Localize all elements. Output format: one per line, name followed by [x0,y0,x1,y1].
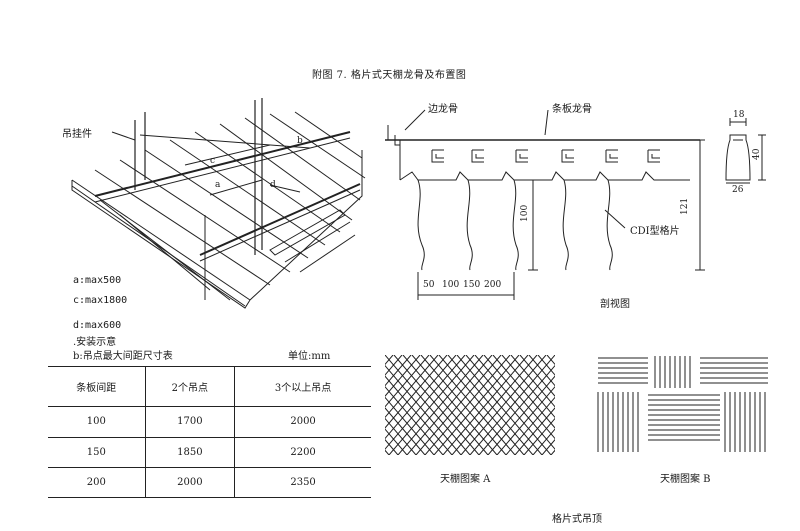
pattern-a-line [523,417,555,455]
pattern-a-caption: 天棚图案 A [440,474,491,485]
pattern-a-line [510,355,555,408]
spacing-label: 200 [484,280,502,290]
pattern-a-line [420,355,507,455]
pattern-a-line [528,355,555,387]
pattern-a-line [385,355,421,397]
pattern-a-line [442,355,529,455]
pattern-a-line [469,355,555,455]
pattern-a-line [385,355,466,450]
legend-c: c:max1800 [73,295,128,306]
table-header: 2个吊点 [144,365,235,408]
pattern-a-line [487,375,555,455]
legend-a: a:max500 [73,275,122,286]
pattern-a-line [501,355,555,419]
profile-top-label: 18 [733,110,745,120]
pattern-a-line [514,407,555,455]
pattern-a-line [385,355,448,429]
profile-bottom-label: 26 [732,185,744,195]
table-cell: 200 [48,466,146,499]
pattern-a-line [460,355,547,455]
pattern-a-line [415,355,502,455]
pattern-a-line [424,355,511,455]
legend-d: d:max600 [73,320,122,331]
unit-label: 单位:mm [288,351,331,362]
footer-caption: 格片式吊顶 [552,514,602,525]
pattern-a-line [385,355,471,455]
pattern-a-line [406,355,493,455]
table-cell: 2000 [234,406,371,438]
pattern-a-line [496,385,555,455]
pattern-a-line [411,355,498,455]
table-row: 200 2000 2350 [48,466,371,499]
pattern-a-line [385,364,462,455]
pattern-a-line [385,355,412,387]
pattern-a-line [483,355,555,440]
hanger-label: 吊挂件 [62,129,92,140]
table-header: 条板间距 [48,365,146,408]
pattern-a-line [478,364,555,455]
spacing-table: 条板间距 2个吊点 3个以上吊点 100 1700 2000 150 1850 … [48,365,371,499]
pattern-a-line [385,417,417,455]
dim-c-label: c [210,156,216,166]
table-row: 100 1700 2000 [48,406,371,438]
legend-b: b:吊点最大间距尺寸表 [73,351,173,362]
table-cell: 2350 [234,466,371,499]
pattern-a-line [388,355,475,455]
pattern-a-line [402,355,489,455]
pattern-a-line [385,385,444,455]
pattern-a-line [447,355,534,455]
pattern-a-line [385,407,426,455]
dim-d-label: d [270,180,276,190]
pattern-a-line [385,428,408,455]
pattern-a-line [385,375,453,455]
spacing-label: 100 [442,280,460,290]
pattern-a-line [433,355,520,455]
pattern-a-line [537,355,555,376]
table-cell: 1700 [144,406,235,438]
pattern-a-line [505,396,555,455]
dim-a-label: a [215,180,221,190]
spacing-label: 150 [463,280,481,290]
dim-b-label: b [297,136,303,146]
pattern-a-line [385,355,403,376]
cdi-label: CDI型格片 [630,226,680,237]
table-cell: 2000 [144,466,235,499]
pattern-a-line [385,355,439,419]
spacing-label: 50 [423,280,435,290]
pattern-a-line [492,355,555,429]
table-header: 3个以上吊点 [234,365,371,408]
table-cell: 1850 [144,436,235,468]
pattern-a-line [393,355,480,455]
section-caption: 剖视图 [600,299,630,310]
diagram-title: 附图 7. 格片式天棚龙骨及布置图 [312,70,467,81]
pattern-a-line [456,355,543,455]
pattern-a-line [451,355,538,455]
pattern-a-line [465,355,552,455]
strip-keel-label: 条板龙骨 [552,104,592,115]
edge-keel-label: 边龙骨 [428,104,458,115]
pattern-a-line [385,355,457,440]
pattern-a-line [385,355,430,408]
pattern-a-line [438,355,525,455]
pattern-a-line [385,396,435,455]
legend-note: .安装示意 [73,337,117,348]
pattern-b-caption: 天棚图案 B [660,474,711,485]
pattern-a-line [429,355,516,455]
pattern-a-line [474,355,555,450]
table-header-row: 条板间距 2个吊点 3个以上吊点 [48,365,371,408]
pattern-a-line [532,428,555,455]
pattern-a-line [519,355,555,397]
pattern-a-line [397,355,484,455]
